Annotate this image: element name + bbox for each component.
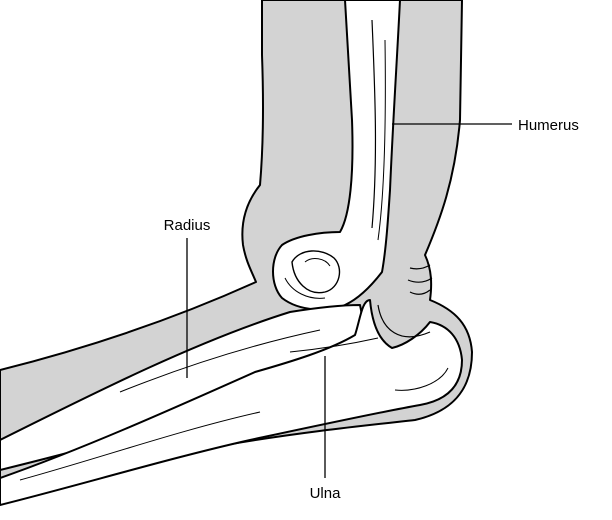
radius-label: Radius	[164, 217, 211, 234]
ulna-label: Ulna	[310, 485, 342, 502]
humerus-label: Humerus	[518, 117, 579, 134]
